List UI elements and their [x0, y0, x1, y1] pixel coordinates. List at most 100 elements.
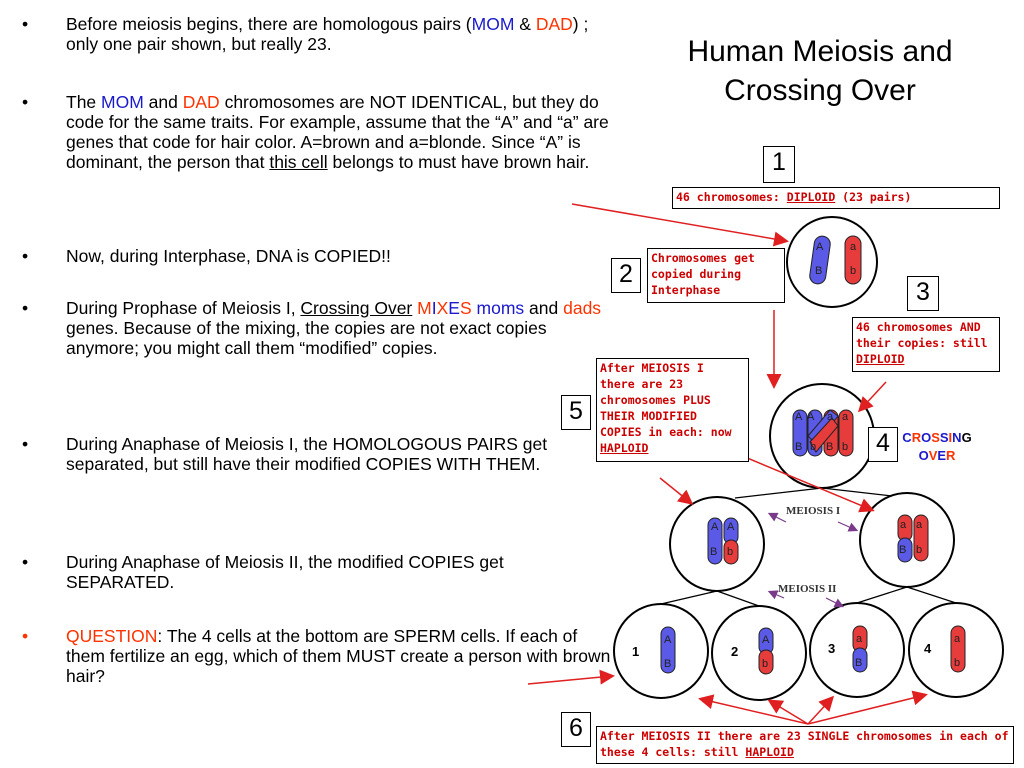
- cell-number: 1: [632, 644, 639, 659]
- chromosome-dad: [913, 514, 929, 562]
- question-word: QUESTION: [66, 626, 158, 646]
- chromosome-sperm-4: [950, 625, 966, 673]
- text: Before meiosis begins, there are homolog…: [66, 14, 472, 34]
- label-after-meiosis-2: After MEIOSIS II there are 23 SINGLE chr…: [596, 726, 1014, 764]
- mom-word: MOM: [471, 14, 515, 34]
- text: During Prophase of Meiosis I,: [66, 298, 301, 318]
- mix-letter: E: [448, 298, 460, 318]
- chromosome-mom-copy-dad-segment: [723, 539, 739, 565]
- bullet-dot: •: [22, 552, 29, 572]
- mix-letter: X: [436, 298, 449, 318]
- text: belongs to must have brown hair.: [327, 152, 590, 172]
- gene-label: a: [954, 633, 961, 645]
- text: Now, during Interphase, DNA is COPIED!!: [66, 246, 391, 266]
- arrow-bullet1-to-cell: [571, 203, 789, 247]
- chromosome-mom: [809, 235, 831, 285]
- gene-label: B: [899, 544, 906, 556]
- gene-label: A: [807, 411, 815, 423]
- gene-label: A: [816, 241, 824, 253]
- bullet-1: • Before meiosis begins, there are homol…: [22, 14, 612, 54]
- bullet-7: • QUESTION: The 4 cells at the bottom ar…: [22, 626, 612, 686]
- label-diploid-pairs: 46 chromosomes: DIPLOID (23 pairs): [672, 187, 1000, 209]
- chromosome-dad: [838, 409, 854, 457]
- arrow-step5-left: [659, 477, 694, 505]
- step-4-box: 4: [868, 427, 898, 462]
- meiosis-2-label: MEIOSIS II: [778, 583, 836, 595]
- crossing-over-underlined: Crossing Over: [300, 298, 413, 318]
- gene-label: A: [664, 634, 672, 646]
- chromosome-dad-copy-mom-segment: [897, 537, 913, 563]
- gene-label: b: [762, 658, 768, 670]
- cell-number: 3: [828, 641, 835, 656]
- mix-letter: S: [459, 298, 472, 318]
- chromosome-sperm-2-red: [758, 649, 774, 675]
- label-still-diploid: 46 chromosomes AND their copies: still D…: [852, 317, 1000, 372]
- gene-label: a: [900, 519, 907, 531]
- gene-label: a: [856, 633, 863, 645]
- step-6-box: 6: [561, 712, 591, 747]
- gene-label: b: [954, 657, 960, 669]
- gene-label: a: [916, 519, 923, 531]
- text: &: [514, 14, 536, 34]
- arrow-step6-2: [767, 699, 809, 725]
- dad-word: DAD: [535, 14, 573, 34]
- gene-label: B: [815, 265, 822, 277]
- gene-label: b: [842, 441, 848, 453]
- text: : The 4 cells at the bottom are SPERM ce…: [66, 626, 611, 686]
- gene-label: a: [850, 241, 857, 253]
- cell-number: 4: [924, 641, 932, 656]
- gene-label: B: [710, 546, 717, 558]
- gene-label: B: [795, 441, 802, 453]
- text: The: [66, 92, 102, 112]
- bullet-dot: •: [22, 246, 29, 266]
- crossover-red: [809, 417, 839, 453]
- gene-label: A: [727, 521, 735, 533]
- bullet-5: • During Anaphase of Meiosis I, the HOMO…: [22, 434, 612, 474]
- text: and: [143, 92, 183, 112]
- step-1-box: 1: [763, 146, 795, 183]
- gene-label: b: [850, 265, 856, 277]
- gene-label: a: [827, 411, 834, 423]
- text: During Anaphase of Meiosis II, the modif…: [66, 552, 504, 592]
- chromosome-dad: [844, 235, 862, 285]
- chromosome-mom: [707, 517, 723, 565]
- text: ) ; only one pair shown, but really 23.: [66, 14, 589, 54]
- bullet-dot: •: [22, 626, 29, 646]
- bullet-6: • During Anaphase of Meiosis II, the mod…: [22, 552, 612, 592]
- gene-label: B: [855, 657, 862, 669]
- step-2-box: 2: [611, 258, 641, 293]
- mom-word: MOM: [101, 92, 144, 112]
- gene-label: A: [795, 411, 803, 423]
- bullet-dot: •: [22, 298, 29, 318]
- crossing-over-label: CROSSING OVER: [902, 430, 972, 463]
- gene-label: B: [826, 441, 833, 453]
- gene-label: b: [727, 546, 733, 558]
- dads-word: dads: [563, 298, 602, 318]
- meiosis-1-label: MEIOSIS I: [786, 505, 840, 517]
- page-title: Human Meiosis and Crossing Over: [687, 35, 953, 107]
- chromosome-sperm-3-blue: [852, 647, 868, 673]
- text: chromosomes are NOT IDENTICAL, but they …: [66, 92, 609, 172]
- bullet-dot: •: [22, 92, 29, 112]
- mix-letter: I: [431, 298, 437, 318]
- bullet-4: • During Prophase of Meiosis I, Crossing…: [22, 298, 602, 358]
- gene-label: B: [664, 658, 671, 670]
- label-after-meiosis-1: After MEIOSIS I there are 23 chromosomes…: [596, 358, 749, 462]
- gene-label: a: [842, 411, 849, 423]
- dad-word: DAD: [182, 92, 220, 112]
- gene-label: A: [711, 521, 719, 533]
- this-cell-underlined: this cell: [269, 152, 328, 172]
- gene-label: A: [762, 634, 770, 646]
- arrow-question: [527, 669, 615, 685]
- gene-label: b: [810, 441, 816, 453]
- step-5-box: 5: [561, 395, 591, 430]
- moms-word: moms: [476, 298, 525, 318]
- cell-number: 2: [731, 644, 738, 659]
- cell-sperm-2: [711, 605, 807, 701]
- arrow-step6-3: [807, 695, 835, 725]
- text: During Anaphase of Meiosis I, the HOMOLO…: [66, 434, 548, 474]
- bullet-dot: •: [22, 434, 29, 454]
- step-3-box: 3: [907, 276, 939, 311]
- bullet-2: • The MOM and DAD chromosomes are NOT ID…: [22, 92, 612, 172]
